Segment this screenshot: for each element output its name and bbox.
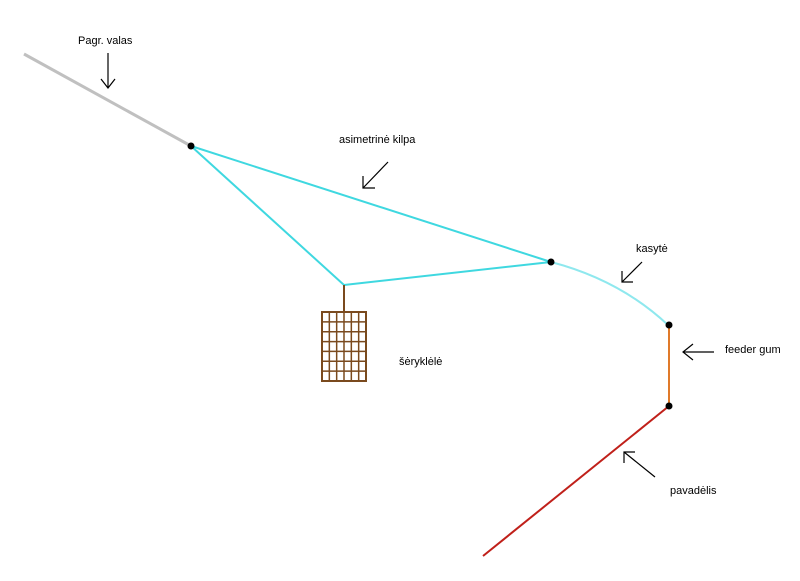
hooklink-line (550, 261, 669, 326)
knot-dot-icon (665, 321, 673, 329)
leader-label: pavadėlis (670, 485, 717, 497)
feeder-label: šėryklėlė (399, 356, 442, 368)
arrow-icon (100, 53, 116, 89)
cage-feeder-icon (321, 285, 367, 382)
arrow-icon (362, 161, 389, 189)
knot-dot-icon (187, 142, 195, 150)
leader-line (482, 405, 670, 557)
arrow-icon (623, 451, 656, 478)
feeder-gum-label: feeder gum (725, 344, 781, 356)
loop-bottom-line (343, 261, 552, 286)
knot-dot-icon (665, 402, 673, 410)
asymmetric-loop-label: asimetrinė kilpa (339, 134, 416, 146)
loop-left-line (190, 145, 345, 286)
feeder-grid (322, 312, 366, 381)
loop-upper-line (190, 145, 552, 263)
main-line-label: Pagr. valas (78, 35, 133, 47)
arrow-icon (682, 343, 714, 361)
knots (187, 142, 673, 410)
asymmetric-loop (190, 145, 552, 286)
arrows (100, 53, 714, 478)
main-line (23, 52, 192, 148)
arrow-icon (621, 261, 643, 283)
knot-dot-icon (547, 258, 555, 266)
hooklink-label: kasytė (636, 243, 668, 255)
